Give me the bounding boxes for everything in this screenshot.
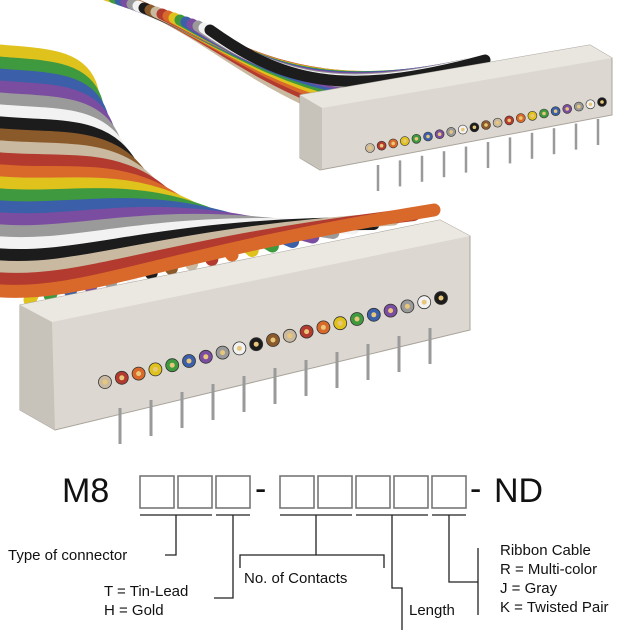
plating-tin-label: T = Tin-Lead	[104, 583, 188, 600]
contact-pin-tip	[270, 337, 276, 343]
contact-pin-tip	[404, 303, 410, 309]
connector-type-box	[139, 475, 175, 509]
contact-pin-tip	[136, 371, 142, 377]
cable-title-label: Ribbon Cable	[500, 542, 591, 559]
contact-pin-tip	[220, 350, 226, 356]
contact-pin-tip	[426, 134, 430, 139]
front-contact-holes	[98, 291, 448, 389]
part-suffix: ND	[494, 472, 543, 510]
contact-pin-tip	[472, 125, 477, 130]
separator-2: -	[470, 470, 481, 508]
front-connector	[19, 219, 471, 444]
contact-pin-tip	[391, 141, 396, 146]
contact-pin-tip	[102, 379, 108, 385]
contact-pin-tip	[449, 130, 454, 134]
back-connector	[299, 44, 613, 191]
contacts-bracket	[239, 514, 385, 568]
contact-pin-tip	[542, 111, 546, 116]
back-ribbon-wire	[106, 0, 311, 106]
contact-pin-tip	[368, 146, 372, 150]
length-bracket	[356, 514, 428, 630]
contacts-box-2	[317, 475, 353, 509]
front-ribbon-wire	[0, 203, 441, 298]
contact-pin-tip	[152, 366, 158, 372]
contact-pin-tip	[119, 375, 125, 381]
contact-pin-tip	[371, 312, 377, 318]
part-prefix: M8	[62, 472, 109, 510]
contact-pin-tip	[236, 345, 242, 351]
part-number-diagram: M8 - - ND Type of connector T = Tin-Lead…	[8, 470, 609, 630]
cable-twisted-label: K = Twisted Pair	[500, 599, 609, 616]
contact-pin-tip	[577, 104, 581, 109]
back-ribbon-cable	[102, 0, 491, 106]
contact-pin-tip	[565, 107, 569, 111]
contact-pin-tip	[421, 299, 427, 305]
contact-pin-tip	[553, 109, 558, 113]
connector-type-label: Type of connector	[8, 547, 127, 564]
length-label: Length	[409, 602, 455, 619]
connector-type-bracket	[140, 514, 212, 556]
contact-pin-tip	[186, 358, 192, 364]
contact-pin-tip	[388, 308, 394, 314]
back-contact-holes	[365, 97, 607, 153]
plating-gold-label: H = Gold	[104, 602, 164, 619]
front-pins	[118, 328, 432, 444]
back-pins	[376, 119, 600, 191]
contact-pin-tip	[337, 320, 343, 326]
length-box-2	[393, 475, 429, 509]
contact-pin-tip	[484, 123, 488, 127]
cable-gray-label: J = Gray	[500, 580, 558, 597]
contacts-label: No. of Contacts	[244, 570, 347, 587]
contact-pin-tip	[461, 127, 465, 132]
contact-pin-tip	[588, 102, 593, 107]
plating-bracket	[214, 514, 250, 599]
contact-pin-tip	[495, 120, 500, 125]
contacts-box-1	[279, 475, 315, 509]
contact-pin-tip	[507, 118, 512, 123]
plating-box	[215, 475, 251, 509]
bracket-lines	[140, 514, 479, 630]
cable-multicolor-label: R = Multi-color	[500, 561, 597, 578]
contact-pin-tip	[169, 362, 175, 368]
contact-pin-tip	[354, 316, 360, 322]
contact-pin-tip	[530, 114, 535, 118]
contact-pin-tip	[320, 324, 326, 330]
contact-pin-tip	[403, 139, 407, 143]
contact-pin-tip	[203, 354, 209, 360]
contact-pin-tip	[600, 100, 604, 104]
connector-assembly-photo	[0, 0, 613, 444]
contact-pin-tip	[438, 295, 444, 301]
contact-pin-tip	[414, 137, 419, 141]
contact-pin-tip	[253, 341, 259, 347]
length-box-1	[355, 475, 391, 509]
contact-pin-tip	[304, 329, 310, 335]
contact-pin-tip	[519, 116, 523, 120]
connector-type-box-2	[177, 475, 213, 509]
contact-pin-tip	[287, 333, 293, 339]
separator-1: -	[255, 470, 266, 508]
contact-pin-tip	[437, 132, 442, 136]
cable-bracket	[432, 514, 479, 615]
cable-box	[431, 475, 467, 509]
front-ribbon-cable	[0, 44, 441, 307]
contact-pin-tip	[379, 143, 384, 148]
